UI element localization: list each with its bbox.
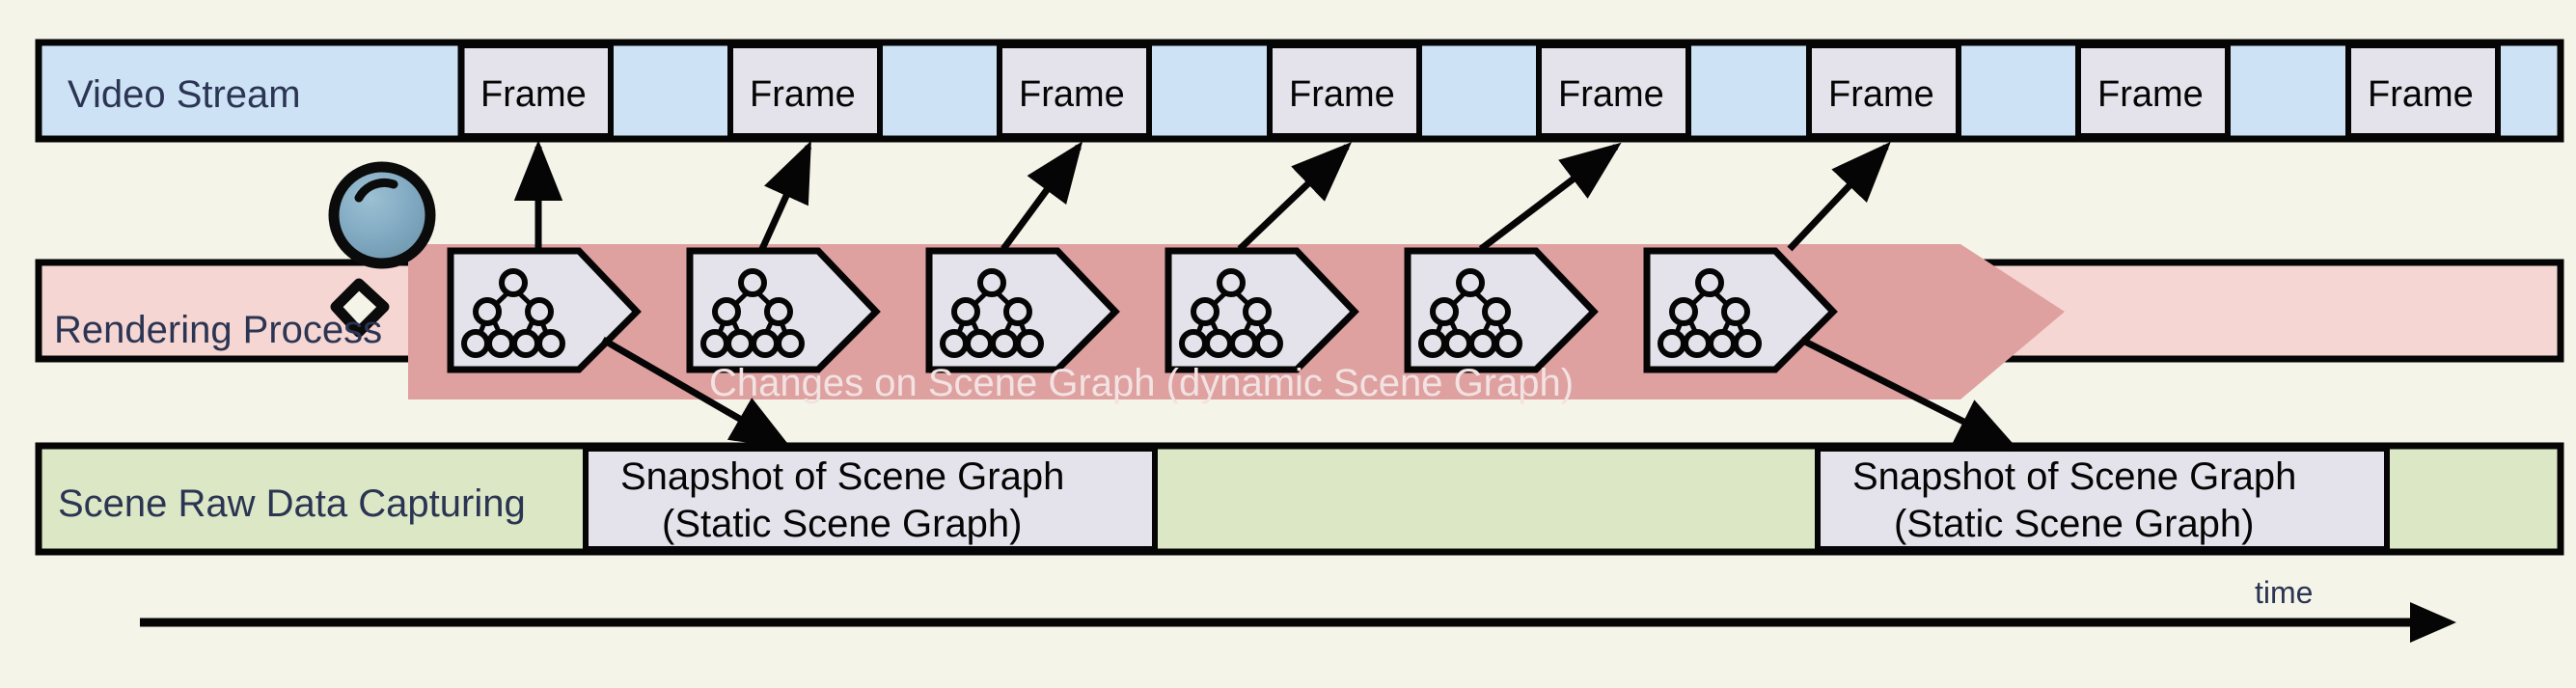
frame-cell[interactable] [1267,42,1422,139]
magnifying-glass-icon [328,161,436,338]
video-stream-row [35,39,2564,143]
scene-graph-tree-icon [1658,268,1762,358]
scene-graph-chevrons [447,247,1838,373]
frame-cell[interactable] [2345,42,2501,139]
frame-cell[interactable] [727,42,883,139]
scene-graph-chevron[interactable] [686,247,881,373]
scene-graph-chevron[interactable] [1404,247,1599,373]
render-arrow [1237,142,1353,252]
scene-graph-tree-icon [1418,268,1522,358]
snapshot-arrow [1799,336,2018,450]
right-arrow-icon [2410,602,2456,643]
frame-cell[interactable] [997,42,1152,139]
frame-cell[interactable] [458,42,614,139]
scene-raw-data-row [35,442,2564,556]
scene-graph-tree-icon [1179,268,1283,358]
scene-graph-tree-icon [940,268,1044,358]
scene-graph-tree-icon [700,268,805,358]
scene-graph-tree-icon [461,268,565,358]
render-arrow [758,140,812,251]
snapshot-box[interactable] [1815,446,2390,552]
render-arrow [1787,141,1891,252]
scene-graph-chevron[interactable] [1165,247,1359,373]
render-arrow [1478,142,1622,252]
frame-render-arrows [513,140,1891,252]
video-frame-cells [458,42,2501,139]
snapshot-arrow [601,336,793,450]
snapshot-box[interactable] [583,446,1158,552]
scene-graph-chevron[interactable] [1643,247,1838,373]
frame-cell[interactable] [1536,42,1691,139]
frame-cell[interactable] [2075,42,2231,139]
frame-cell[interactable] [1806,42,1961,139]
time-axis [140,602,2456,643]
scene-graph-chevron[interactable] [925,247,1120,373]
snapshot-arrows [601,336,2018,450]
render-arrow [1000,141,1083,252]
